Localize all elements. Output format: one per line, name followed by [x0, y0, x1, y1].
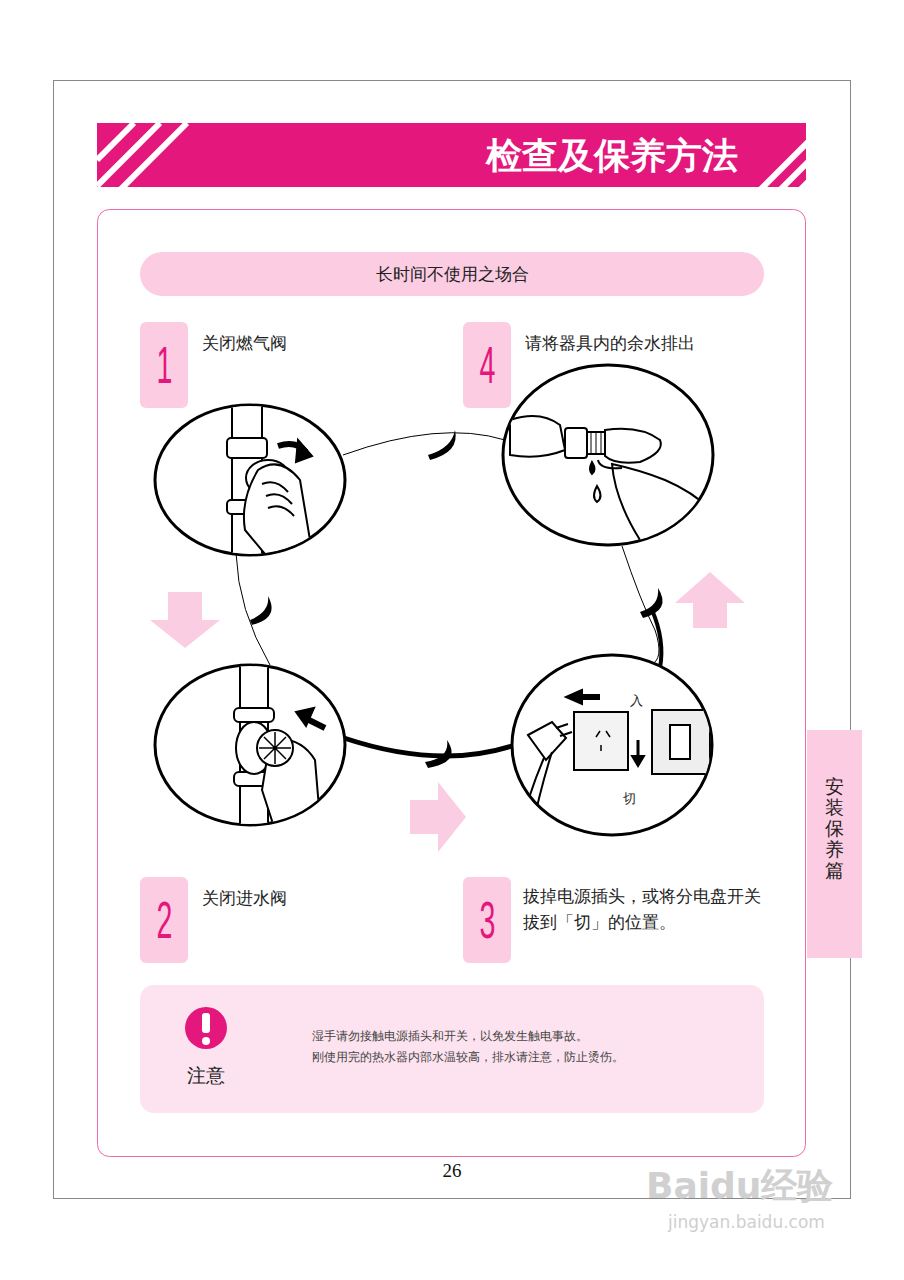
page-border: [54, 81, 851, 1199]
warning-icon: [185, 1007, 227, 1049]
note-panel: [140, 985, 764, 1113]
note-text: 刚使用完的热水器内部水温较高，排水请注意，防止烫伤。: [312, 1048, 624, 1066]
step-node: 4 请将器具内的余水排出: [463, 322, 753, 408]
band-node: 长时间不使用之场合: [140, 252, 764, 296]
illustration-frame: [512, 655, 712, 835]
subheader-band: [140, 252, 764, 296]
step-number: 3: [463, 877, 511, 963]
watermark-url: jingyan.baidu.com: [668, 1212, 825, 1232]
note-node: 注意 湿手请勿接触电源插头和开关，以免发生触电事故。刚使用完的热水器内部水温较高，…: [140, 985, 764, 1113]
step-number-glyph: 2: [156, 890, 172, 950]
unplug-illustration: [520, 690, 710, 830]
illustration-frame: [503, 365, 713, 545]
water-valve-illustration: [234, 660, 325, 830]
step-number: 2: [140, 877, 188, 963]
note-text: 湿手请勿接触电源插头和开关，以免发生触电事故。: [312, 1027, 588, 1045]
step-number-glyph: 1: [156, 335, 172, 395]
gas-valve-illustration: [227, 400, 312, 560]
step-number-glyph: 4: [479, 335, 495, 395]
switch-label: 入: [630, 692, 643, 710]
step-node: 3 拔掉电源插头，或将分电盘开关拔到「切」的位置。: [463, 877, 763, 963]
band-heading: 长时间不使用之场合: [140, 252, 764, 296]
switch-label: 切: [623, 790, 636, 808]
page-title: 检查及保养方法: [486, 133, 738, 179]
step-node: 2 关闭进水阀: [140, 877, 440, 963]
step-number: 1: [140, 322, 188, 408]
step-number: 4: [463, 322, 511, 408]
step-node: 1 关闭燃气阀: [140, 322, 440, 408]
drain-illustration: [510, 416, 720, 560]
side-tab-text: 安装保养篇: [825, 776, 844, 880]
step-text: 请将器具内的余水排出: [525, 330, 753, 356]
header-band: [97, 123, 806, 187]
step-text: 拔掉电源插头，或将分电盘开关拔到「切」的位置。: [523, 883, 763, 935]
tab-node: 安装保养篇: [807, 730, 862, 958]
flow-arrows: [150, 572, 745, 852]
watermark: Baidu经验: [646, 1162, 833, 1211]
side-tab: [807, 730, 862, 958]
step-text: 关闭燃气阀: [202, 330, 440, 356]
step-text: 关闭进水阀: [202, 885, 440, 911]
content-panel: [98, 210, 806, 1157]
step-number-glyph: 3: [479, 890, 495, 950]
note-heading: 注意: [176, 1063, 236, 1089]
